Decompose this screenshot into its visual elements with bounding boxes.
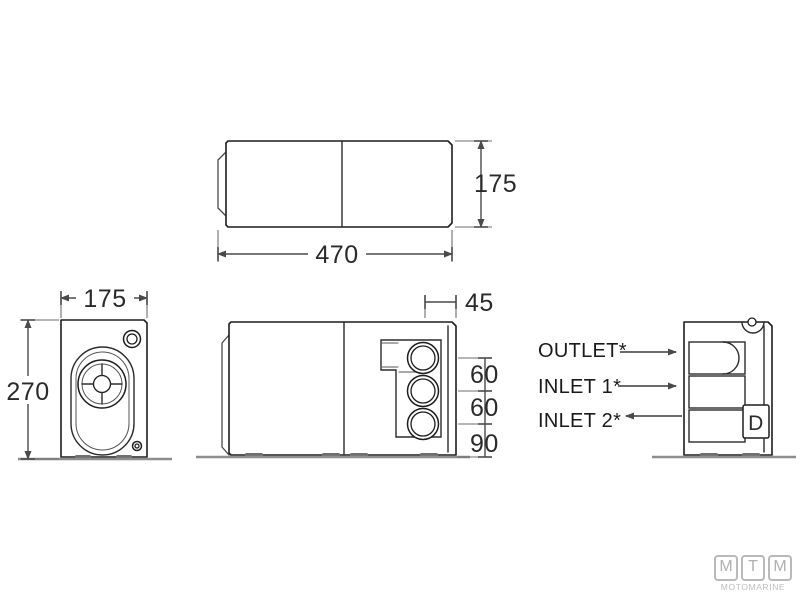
top-view-left-lug <box>217 151 227 217</box>
watermark-subtitle: MOTOMARINE <box>720 582 786 592</box>
small-port-inner <box>126 333 138 345</box>
detail-box-d <box>742 404 770 439</box>
fastener-inner <box>134 443 140 449</box>
right-side-top-fitting-hole <box>747 317 757 327</box>
right-side-view: D <box>652 317 796 459</box>
right-side-inlet1-slot <box>688 375 746 409</box>
dim-label-top-width: 470 <box>315 241 358 269</box>
right-side-outlet-slot <box>688 341 746 375</box>
dim-label-side-height: 270 <box>6 378 49 406</box>
callout-label-outlet: OUTLET* <box>538 340 627 362</box>
front-view-port-pocket <box>380 339 442 438</box>
dim-label-top-depth: 175 <box>474 170 517 198</box>
port-inner-ring <box>410 411 436 437</box>
dim-top-depth: 175 <box>455 140 517 228</box>
left-side-small-port <box>122 329 142 349</box>
top-view <box>217 140 453 228</box>
dim-port-stack: 60 60 90 <box>458 357 499 458</box>
dim-port-offset: 45 <box>424 289 494 318</box>
front-view-port-outlet <box>406 341 440 375</box>
right-side-top-fitting <box>741 321 765 334</box>
dim-label-bg <box>76 284 134 310</box>
dim-label-bg <box>2 376 54 404</box>
detail-label-d: D <box>748 412 764 435</box>
left-side-access-oval-outer <box>70 346 135 456</box>
watermark-letter-m2: M <box>768 555 792 581</box>
front-view-port-inlet-2 <box>406 407 440 441</box>
watermark-letter-t: T <box>741 555 765 581</box>
dim-label-bg <box>308 240 366 268</box>
dim-top-width: 470 <box>217 230 453 269</box>
port-inner-ring <box>410 378 436 404</box>
dim-label-port-spacing-2: 60 <box>470 394 499 422</box>
left-side-access-oval-inner <box>75 351 130 451</box>
callout-label-inlet-2: INLET 2* <box>538 410 621 432</box>
dim-label-port-base-height: 90 <box>470 430 499 458</box>
right-side-outlet-arc <box>722 341 740 375</box>
dim-label-port-offset: 45 <box>465 289 494 317</box>
top-view-body <box>225 140 453 228</box>
left-side-valve-wheel <box>77 359 127 409</box>
watermark-letter-boxes: M T M <box>714 555 792 581</box>
front-view <box>196 321 470 459</box>
port-inner-ring <box>410 345 436 371</box>
callout-inlet-2: INLET 2* <box>538 410 682 432</box>
left-side-view <box>18 319 172 461</box>
callout-inlet-1: INLET 1* <box>538 376 677 398</box>
valve-hub <box>92 374 112 394</box>
left-side-fastener <box>131 440 143 452</box>
watermark-logo: M T M MOTOMARINE <box>714 555 792 592</box>
dim-side-height: 270 <box>2 319 59 460</box>
front-view-port-inlet-1 <box>406 374 440 408</box>
watermark-letter-m1: M <box>714 555 738 581</box>
dim-side-width: 175 <box>60 284 148 318</box>
callout-label-inlet-1: INLET 1* <box>538 376 621 398</box>
callout-outlet: OUTLET* <box>538 340 677 362</box>
dim-label-side-width: 175 <box>83 285 126 313</box>
dim-label-port-spacing-1: 60 <box>470 361 499 389</box>
front-view-left-lug <box>221 334 230 456</box>
